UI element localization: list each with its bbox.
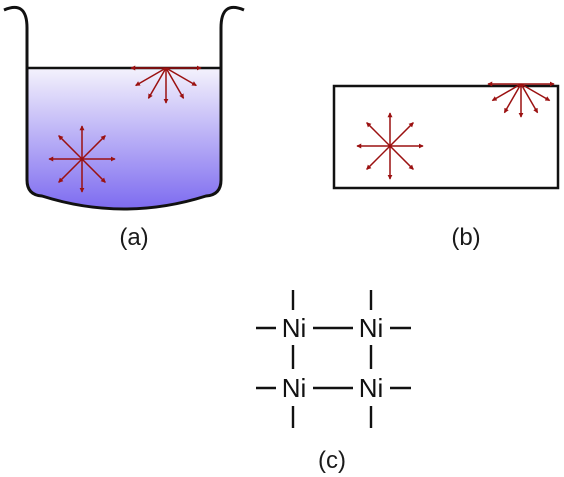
block-bulk-atom-arrow-7 [389, 122, 414, 147]
panel-c-nickel-lattice: Ni Ni Ni Ni [256, 290, 411, 428]
ni-atom-top-left: Ni [282, 313, 307, 343]
bulk-molecule-force-arrows [48, 125, 116, 193]
block-surface-atom-arrow-5 [491, 83, 522, 102]
beaker-outline [3, 5, 245, 211]
panel-b-solid [332, 81, 560, 190]
panel-a-beaker [3, 5, 245, 211]
caption-b: (b) [451, 224, 480, 251]
caption-a: (a) [119, 224, 148, 251]
ni-atom-bottom-right: Ni [359, 373, 384, 403]
beaker-bulk-molecule-arrow-1 [81, 158, 106, 183]
beaker-bulk-molecule-arrow-7 [81, 135, 106, 160]
block-bulk-atom-arrow-5 [366, 122, 391, 147]
block-bulk-atom-arrow-3 [366, 145, 391, 170]
ni-atom-top-right: Ni [359, 313, 384, 343]
beaker-surface-molecule-arrow-4 [147, 67, 167, 99]
ni-atom-bottom-left: Ni [282, 373, 307, 403]
block-surface-atom-arrow-4 [503, 83, 522, 114]
block-bulk-atom-arrow-1 [389, 145, 414, 170]
beaker-surface-molecule-arrow-5 [135, 67, 167, 87]
surface-molecule-force-arrows [130, 65, 202, 104]
beaker-liquid [27, 68, 221, 209]
bulk-atom-force-arrows [356, 112, 424, 180]
block-surface-atom-arrow-1 [520, 83, 551, 102]
beaker-bulk-molecule-arrow-3 [58, 158, 83, 183]
caption-c: (c) [318, 447, 346, 474]
beaker-surface-molecule-arrow-1 [165, 67, 197, 87]
solid-block-outline [332, 84, 560, 190]
beaker-surface-molecule-arrow-2 [165, 67, 185, 99]
surface-atom-force-arrows [487, 81, 555, 118]
block-surface-atom-arrow-2 [520, 83, 539, 114]
beaker-bulk-molecule-arrow-5 [58, 135, 83, 160]
